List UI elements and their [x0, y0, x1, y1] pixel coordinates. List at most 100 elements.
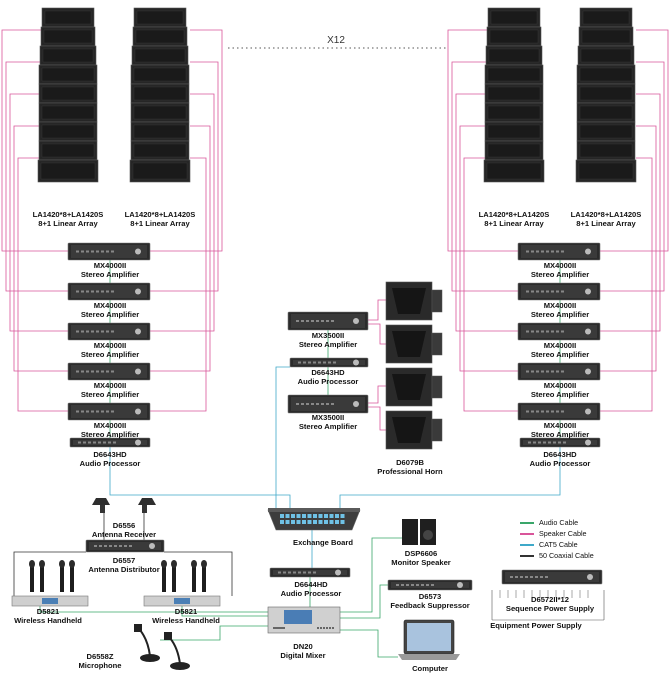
cat5-cable — [275, 366, 290, 510]
rack-vent — [531, 410, 534, 413]
array-grille — [42, 48, 94, 63]
legend-item-audio: Audio Cable — [520, 518, 660, 529]
array-grille — [579, 67, 633, 82]
handheld-mic — [172, 564, 176, 592]
laptop-display — [407, 623, 451, 651]
amplifier-left-2 — [67, 282, 151, 301]
switch-port — [296, 520, 301, 524]
legend-swatch — [520, 533, 534, 535]
mic-base — [170, 662, 190, 670]
rack-vent — [551, 250, 554, 253]
mic-base — [140, 654, 160, 662]
rack-vent — [96, 290, 99, 293]
speaker-cable — [13, 125, 68, 372]
horn-1 — [385, 281, 443, 321]
horn-mouth — [392, 374, 426, 400]
rack-vent — [551, 410, 554, 413]
wireless-receiver-1 — [11, 560, 89, 607]
rack-vent — [321, 403, 324, 405]
rack-vent — [101, 330, 104, 333]
processor-left — [69, 437, 151, 448]
rack-vent — [94, 545, 97, 547]
rack-vent — [111, 410, 114, 413]
speaker-cable — [600, 93, 661, 332]
rack-knob — [587, 574, 593, 580]
speaker-cable — [455, 93, 518, 332]
center-amplifier-1 — [287, 311, 369, 331]
rack-knob — [585, 248, 591, 255]
array-grille — [487, 105, 541, 120]
rack-vent — [108, 441, 111, 444]
rack-vent — [124, 545, 127, 547]
rack-vent — [106, 410, 109, 413]
speaker-cable — [150, 61, 219, 292]
rack-vent — [520, 576, 523, 578]
rack-vent — [103, 441, 106, 444]
rack-vent — [331, 320, 334, 322]
rack-vent — [86, 330, 89, 333]
speaker-cable — [17, 157, 68, 412]
rack-vent — [93, 441, 96, 444]
rack-vent — [526, 250, 529, 253]
array-grille — [578, 162, 634, 180]
rack-vent — [306, 320, 309, 322]
main-processor — [269, 567, 351, 578]
speaker-cable — [447, 29, 518, 252]
mixer-knob — [320, 627, 322, 629]
array-grille — [488, 48, 540, 63]
rack-vent — [545, 576, 548, 578]
speaker-cable — [9, 93, 68, 332]
speaker-cable — [600, 29, 669, 252]
rack-vent — [331, 403, 334, 405]
rack-vent — [81, 330, 84, 333]
switch-port — [340, 520, 345, 524]
array-grille — [579, 124, 633, 139]
antenna-paddle-right — [138, 498, 156, 505]
rack-vent — [316, 403, 319, 405]
rack-vent — [106, 330, 109, 333]
mic-head — [171, 560, 177, 568]
rack-vent — [96, 410, 99, 413]
horn-3 — [385, 367, 443, 407]
rack-vent — [556, 330, 559, 333]
switch-port — [324, 514, 328, 518]
rack-vent — [111, 290, 114, 293]
rack-vent — [321, 320, 324, 322]
rack-knob — [457, 582, 463, 588]
rack-vent — [278, 571, 281, 574]
speaker-cable — [600, 157, 653, 412]
rack-vent — [298, 361, 301, 364]
rack-panel — [505, 572, 599, 582]
rack-vent — [551, 370, 554, 373]
switch-top — [268, 508, 360, 512]
array-grille — [486, 162, 542, 180]
speaker-cable — [368, 385, 386, 404]
rack-knob — [353, 401, 359, 407]
receiver-display — [42, 598, 58, 604]
mixer-knob — [323, 627, 325, 629]
horn-driver — [431, 418, 443, 442]
switch-port — [340, 514, 345, 518]
rack-vent — [296, 403, 299, 405]
audio-cable — [340, 584, 388, 619]
amplifier-left-1 — [67, 242, 151, 261]
rack-vent — [531, 290, 534, 293]
switch-port — [291, 514, 295, 518]
legend-swatch — [520, 544, 534, 546]
rack-vent — [88, 441, 91, 444]
array-grille — [41, 124, 95, 139]
rack-vent — [546, 330, 549, 333]
rack-vent — [561, 250, 564, 253]
legend-item-cat5: CAT5 Cable — [520, 540, 660, 551]
rack-vent — [561, 330, 564, 333]
rack-knob — [135, 288, 141, 295]
horn-mouth — [392, 288, 426, 314]
